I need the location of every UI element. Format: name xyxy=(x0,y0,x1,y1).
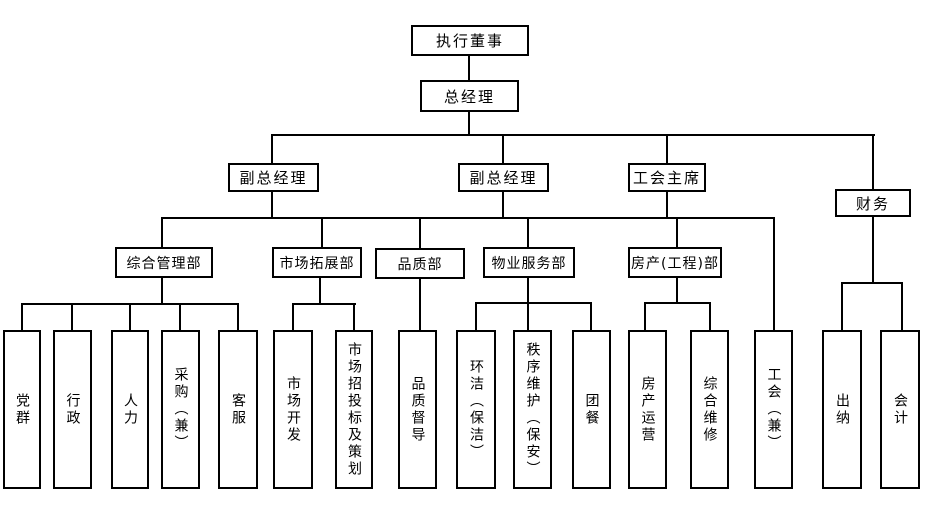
node-label: 人力 xyxy=(122,392,138,427)
node-market-expansion-dept: 市场拓展部 xyxy=(272,247,362,278)
node-comprehensive-maintenance: 综合维修 xyxy=(690,330,729,489)
node-general-mgmt-dept: 综合管理部 xyxy=(115,247,213,278)
connector-line xyxy=(292,303,356,305)
connector-line xyxy=(71,304,73,330)
node-real-estate-operation: 房产运营 xyxy=(628,330,667,489)
node-quality-supervision: 品质督导 xyxy=(398,330,437,489)
connector-line xyxy=(676,278,678,304)
connector-line xyxy=(161,217,775,219)
connector-line xyxy=(419,218,421,248)
connector-line xyxy=(271,135,273,163)
node-general-manager: 总经理 xyxy=(420,80,519,112)
node-real-estate-engineering-dept: 房产(工程)部 xyxy=(628,247,722,278)
node-label: 市场开发 xyxy=(285,375,301,444)
node-label: 市场招投标及策划 xyxy=(346,341,362,478)
node-cashier: 出纳 xyxy=(822,330,862,489)
connector-line xyxy=(666,192,668,218)
node-finance: 财务 xyxy=(835,189,911,217)
connector-line xyxy=(353,304,355,330)
node-label: 总经理 xyxy=(443,87,495,106)
node-label: 综合管理部 xyxy=(126,255,202,272)
node-label: 工会（兼） xyxy=(765,367,782,452)
node-union-chairman: 工会主席 xyxy=(628,163,706,192)
connector-line xyxy=(590,303,592,330)
connector-line xyxy=(773,218,775,330)
connector-line xyxy=(21,304,23,330)
node-human-resources: 人力 xyxy=(111,330,149,489)
connector-line xyxy=(468,56,470,80)
node-label: 行政 xyxy=(64,392,81,427)
connector-line xyxy=(271,192,273,218)
connector-line xyxy=(319,278,321,305)
connector-line xyxy=(644,303,646,330)
connector-line xyxy=(666,135,668,163)
connector-line xyxy=(271,134,875,136)
node-deputy-gm-1: 副总经理 xyxy=(228,163,319,192)
connector-line xyxy=(644,302,711,304)
node-quality-dept: 品质部 xyxy=(375,248,465,279)
node-label: 客服 xyxy=(230,392,246,427)
node-label: 房产(工程)部 xyxy=(631,255,719,272)
node-order-maintenance: 秩序维护（保安） xyxy=(513,330,552,489)
node-deputy-gm-2: 副总经理 xyxy=(458,163,549,192)
connector-line xyxy=(292,304,294,330)
node-label: 物业服务部 xyxy=(491,255,567,272)
node-property-service-dept: 物业服务部 xyxy=(483,247,575,278)
connector-line xyxy=(841,283,843,330)
connector-line xyxy=(502,192,504,218)
connector-line xyxy=(419,279,421,330)
node-administration: 行政 xyxy=(53,330,92,489)
connector-line xyxy=(161,218,163,247)
node-label: 秩序维护（保安） xyxy=(524,341,541,478)
node-market-bidding-planning: 市场招投标及策划 xyxy=(335,330,373,489)
connector-line xyxy=(475,302,592,304)
connector-line xyxy=(841,282,903,284)
connector-line xyxy=(502,135,504,163)
node-label: 环洁（保洁） xyxy=(468,358,484,461)
node-label: 会计 xyxy=(892,392,908,427)
node-accounting: 会计 xyxy=(880,330,920,489)
node-market-development: 市场开发 xyxy=(273,330,313,489)
node-procurement: 采购（兼） xyxy=(161,330,200,489)
connector-line xyxy=(161,278,163,305)
node-label: 副总经理 xyxy=(469,169,538,187)
connector-line xyxy=(475,303,477,330)
connector-line xyxy=(709,303,711,330)
node-label: 品质督导 xyxy=(409,375,426,444)
node-label: 采购（兼） xyxy=(172,367,189,452)
node-party-group: 党群 xyxy=(3,330,41,489)
connector-line xyxy=(129,304,131,330)
connector-line xyxy=(179,304,181,330)
connector-line xyxy=(872,135,874,189)
connector-line xyxy=(527,218,529,247)
node-label: 财务 xyxy=(855,194,890,213)
node-executive-director: 执行董事 xyxy=(411,25,529,56)
connector-line xyxy=(872,217,874,283)
connector-line xyxy=(237,304,239,330)
node-customer-service: 客服 xyxy=(218,330,258,489)
connector-line xyxy=(321,218,323,247)
node-union: 工会（兼） xyxy=(754,330,793,489)
node-label: 综合维修 xyxy=(701,375,718,444)
node-label: 执行董事 xyxy=(435,32,504,50)
connector-line xyxy=(527,278,529,330)
node-label: 副总经理 xyxy=(239,169,308,187)
node-cleaning: 环洁（保洁） xyxy=(456,330,496,489)
node-label: 品质部 xyxy=(397,256,443,273)
connector-line xyxy=(468,112,470,135)
node-label: 房产运营 xyxy=(639,375,656,444)
node-label: 市场拓展部 xyxy=(279,255,355,272)
node-label: 团餐 xyxy=(583,392,600,427)
connector-line xyxy=(676,218,678,247)
node-group-catering: 团餐 xyxy=(572,330,611,489)
node-label: 党群 xyxy=(14,392,30,427)
node-label: 出纳 xyxy=(834,392,850,427)
connector-line xyxy=(901,283,903,330)
node-label: 工会主席 xyxy=(632,169,701,187)
